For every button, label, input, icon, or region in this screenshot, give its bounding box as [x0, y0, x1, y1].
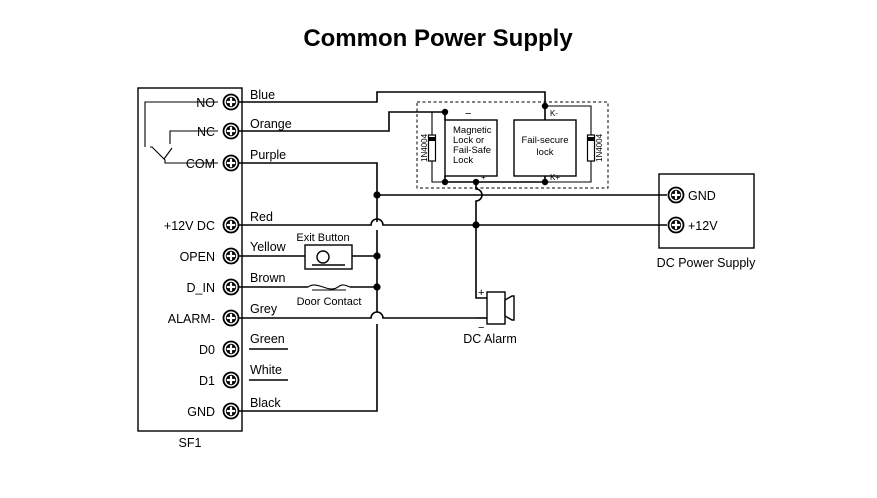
wire-purple-label: Purple — [250, 148, 286, 162]
terminal-din-screw-icon — [222, 278, 240, 296]
alarm-plus-label: + — [478, 287, 484, 299]
exit-button-label: Exit Button — [296, 232, 349, 244]
alarm-body — [486, 291, 506, 325]
door-contact-label: Door Contact — [297, 296, 362, 308]
wire-blue-label: Blue — [250, 88, 275, 102]
power-supply-box — [658, 173, 755, 249]
wire-grey — [239, 311, 476, 319]
diode2-bottom-lead — [545, 161, 592, 183]
terminal-12vdc-screw-icon — [222, 216, 240, 234]
diode1-bottom-lead — [431, 161, 445, 183]
terminal-com-screw-icon — [222, 154, 240, 172]
power-gnd-screw-icon — [667, 186, 685, 204]
exit-button-icon — [316, 250, 330, 264]
diode2-label: 1N4004 — [595, 133, 604, 162]
failsecure-lock-line-1: Fail-secure — [522, 135, 569, 146]
magnetic-lock-line-2: Lock or — [453, 135, 484, 146]
wire-blue — [239, 91, 546, 120]
alarm-minus-label: − — [478, 322, 484, 334]
relay-com-line — [150, 146, 218, 164]
magnetic-lock-line-1: Magnetic — [453, 125, 492, 136]
wire-red-label: Red — [250, 210, 273, 224]
junction-dot — [373, 191, 381, 199]
terminal-nc-screw-icon — [222, 122, 240, 140]
wire-brown-label: Brown — [250, 271, 285, 285]
junction-dot — [472, 221, 480, 229]
magnetic-lock-line-4: Lock — [453, 155, 473, 166]
failsecure-lock-line-2: lock — [537, 147, 554, 158]
terminal-d1-screw-icon — [222, 371, 240, 389]
wire-red — [239, 218, 667, 226]
terminal-open-label: OPEN — [180, 250, 215, 264]
wire-black-label: Black — [250, 396, 281, 410]
terminal-nc-label: NC — [197, 125, 215, 139]
magnetic-lock-box — [444, 119, 498, 177]
junction-dot — [373, 283, 381, 291]
relay-nc-line — [169, 130, 218, 144]
terminal-d0-screw-icon — [222, 340, 240, 358]
magnetic-lock-plus: + — [481, 173, 486, 182]
failsecure-k-minus: K- — [550, 109, 558, 118]
wire-yellow-label: Yellow — [250, 240, 287, 254]
terminal-no-label: NO — [196, 96, 215, 110]
terminal-open-screw-icon — [222, 247, 240, 265]
terminal-gnd-screw-icon — [222, 402, 240, 420]
terminal-alarm-screw-icon — [222, 309, 240, 327]
wire-black — [239, 324, 378, 412]
power-12v-screw-icon — [667, 216, 685, 234]
wire-green-label: Green — [250, 332, 285, 346]
diode2-band — [587, 137, 595, 141]
diode2-top-lead — [545, 105, 592, 135]
alarm-label: DC Alarm — [463, 332, 516, 346]
terminal-din-label: D_IN — [187, 281, 215, 295]
relay-no-line — [144, 101, 218, 147]
diode1-band — [428, 137, 436, 141]
junction-dot — [472, 178, 480, 186]
terminal-12vdc-label: +12V DC — [164, 219, 215, 233]
failsecure-k-plus: K+ — [550, 173, 560, 182]
lock-group-box — [416, 101, 609, 189]
controller-box — [137, 87, 243, 432]
relay-blade — [163, 147, 173, 160]
power-12v-label: +12V — [688, 219, 718, 233]
diode2-icon — [586, 134, 596, 162]
terminal-no-screw-icon — [222, 93, 240, 111]
terminal-d1-label: D1 — [199, 374, 215, 388]
diagram-title: Common Power Supply — [303, 25, 573, 52]
magnetic-lock-line-3: Fail-Safe — [453, 145, 491, 156]
junction-dot — [373, 252, 381, 260]
lock-positive-link — [444, 176, 546, 183]
failsecure-lock-box — [513, 119, 577, 177]
terminal-alarm-label: ALARM- — [168, 312, 215, 326]
door-contact-icon — [307, 284, 351, 290]
wire-purple — [239, 162, 378, 222]
terminal-com-label: COM — [186, 157, 215, 171]
wire-alarm-positive — [475, 182, 487, 299]
wire-grey-label: Grey — [250, 302, 278, 316]
controller-name: SF1 — [179, 436, 202, 450]
diode1-icon — [427, 134, 437, 162]
terminal-gnd-label: GND — [187, 405, 215, 419]
power-supply-name: DC Power Supply — [657, 256, 756, 270]
magnetic-lock-minus: − — [465, 108, 471, 120]
terminal-d0-label: D0 — [199, 343, 215, 357]
wire-orange-label: Orange — [250, 117, 292, 131]
power-gnd-label: GND — [688, 189, 716, 203]
diode1-label: 1N4004 — [420, 133, 429, 162]
alarm-icon — [504, 295, 515, 321]
diode1-top-lead — [431, 111, 445, 135]
wire-white-label: White — [250, 363, 282, 377]
